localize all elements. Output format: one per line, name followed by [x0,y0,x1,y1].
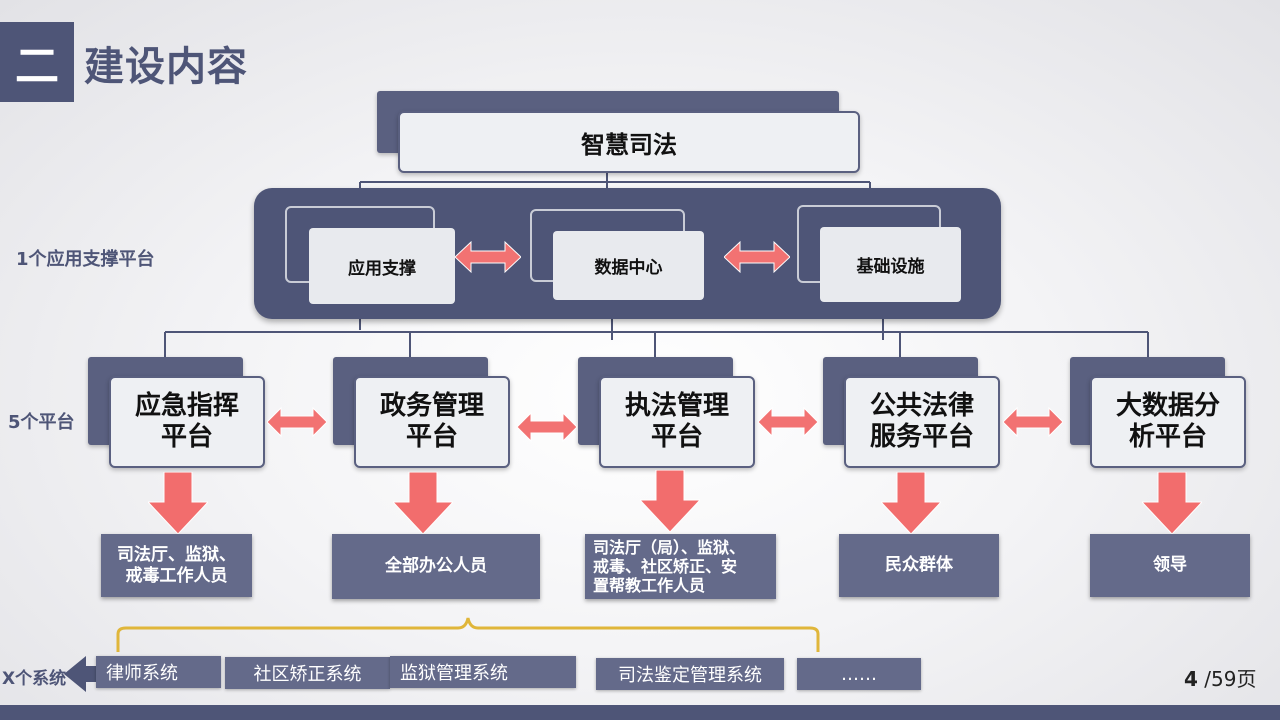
system-lawyer: 律师系统 [96,656,221,688]
system-more: …… [797,658,921,690]
target-line: 司法厅（局）、监狱、 [593,538,746,557]
left-arrow-icon [64,656,104,692]
target-line: 置帮教工作人员 [593,576,706,595]
down-arrow-icon [393,472,453,534]
platform-line2: 服务平台 [869,422,974,452]
system-label: 律师系统 [106,663,178,684]
support-item-label: 应用支撑 [348,258,416,279]
system-label: …… [841,663,877,685]
double-arrow-icon [758,406,818,438]
platform-line1: 政务管理 [379,391,484,421]
support-item-label: 数据中心 [594,258,663,278]
down-arrow-icon [640,470,700,532]
platform-line2: 平台 [160,422,213,452]
platforms-label: 5个平台 [8,412,75,433]
page-indicator: 4 /59页 [1184,663,1256,692]
platform-line2: 析平台 [1128,422,1207,452]
top-node-label: 智慧司法 [581,130,677,159]
page-title: 建设内容 [84,44,248,90]
platform-government-affairs: 政务管理 平台 [354,376,510,468]
platform-law-enforcement: 执法管理 平台 [599,376,755,468]
target-users: 司法厅、监狱、 戒毒工作人员 [101,534,252,597]
target-line: 全部办公人员 [385,556,487,576]
double-arrow-icon [455,240,521,274]
double-arrow-icon [267,406,327,438]
systems-label: X个系统 [2,669,67,689]
platform-line1: 应急指挥 [134,391,239,421]
page-current: 4 [1184,667,1198,691]
target-line: 戒毒、社区矫正、安 [593,557,738,576]
platform-big-data-analysis: 大数据分 析平台 [1090,376,1246,468]
double-arrow-icon [724,240,790,274]
target-users: 民众群体 [839,534,999,597]
system-prison-management: 监狱管理系统 [390,656,576,688]
target-line: 司法厅、监狱、 [117,544,236,565]
platform-line1: 执法管理 [624,391,729,421]
platform-emergency-command: 应急指挥 平台 [109,376,265,468]
platform-line2: 平台 [405,422,458,452]
down-arrow-icon [148,472,208,534]
support-platform-label: 1个应用支撑平台 [16,249,155,270]
platform-line2: 平台 [650,422,703,452]
support-item-infrastructure: 基础设施 [820,227,961,302]
target-users: 司法厅（局）、监狱、 戒毒、社区矫正、安 置帮教工作人员 [585,534,776,599]
system-label: 司法鉴定管理系统 [618,665,762,686]
system-label: 监狱管理系统 [400,663,508,684]
target-line: 民众群体 [885,555,953,575]
target-users: 全部办公人员 [332,534,540,599]
down-arrow-icon [881,472,941,534]
platform-line1: 公共法律 [869,391,974,421]
brace-bracket [116,617,820,652]
target-line: 戒毒工作人员 [125,565,228,586]
down-arrow-icon [1142,472,1202,534]
page-total: /59页 [1204,667,1257,691]
support-item-data-center: 数据中心 [553,231,704,300]
footer-bar [0,705,1280,720]
section-number-badge: 二 [0,22,74,102]
system-label: 社区矫正系统 [253,664,362,685]
target-users: 领导 [1090,534,1250,597]
double-arrow-icon [517,411,577,443]
platform-public-legal-service: 公共法律 服务平台 [844,376,1000,468]
system-forensic-appraisal: 司法鉴定管理系统 [596,658,784,690]
target-line: 领导 [1153,555,1187,575]
system-community-correction: 社区矫正系统 [225,657,390,689]
support-item-label: 基础设施 [856,257,925,277]
top-node: 智慧司法 [398,111,860,173]
double-arrow-icon [1003,406,1063,438]
platform-line1: 大数据分 [1115,391,1220,421]
support-item-app: 应用支撑 [309,228,455,304]
